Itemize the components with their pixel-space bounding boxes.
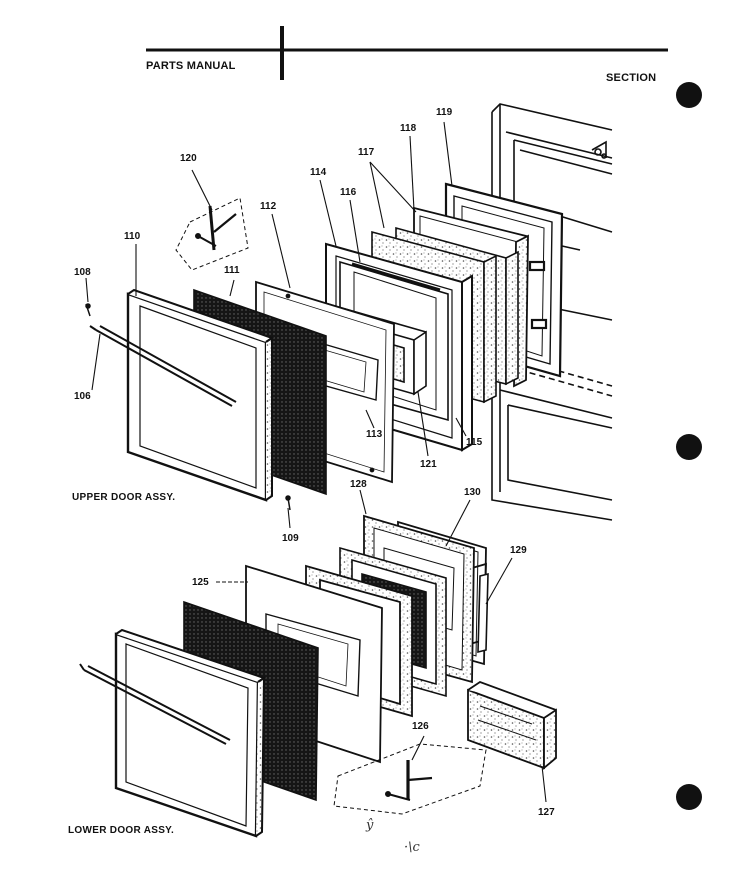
- section-label: SECTION: [606, 72, 657, 84]
- callout-109: 109: [282, 533, 299, 544]
- binder-hole-top: [676, 82, 702, 108]
- callout-114: 114: [310, 167, 327, 178]
- part-126-hinge: [333, 743, 487, 815]
- callout-118: 118: [400, 123, 417, 134]
- header-rules: [146, 26, 668, 80]
- callout-110: 110: [124, 231, 141, 242]
- lower-handle: [79, 663, 231, 745]
- callout-117: 117: [358, 147, 375, 158]
- upper-door-assy-label: UPPER DOOR ASSY.: [72, 492, 176, 503]
- part-108-screw: [85, 303, 91, 317]
- callout-121: 121: [420, 459, 437, 470]
- callout-111: 111: [224, 265, 240, 276]
- callout-120: 120: [180, 153, 197, 164]
- callout-108: 108: [74, 267, 91, 278]
- callout-113: 113: [366, 429, 383, 440]
- callout-127: 127: [538, 807, 555, 818]
- callout-129: 129: [510, 545, 527, 556]
- callout-125: 125: [192, 577, 209, 588]
- part-120-hinge: [175, 197, 249, 271]
- part-106-handle: [89, 325, 237, 407]
- callout-119: 119: [436, 107, 453, 118]
- leader-lines: [85, 121, 547, 803]
- handwritten-mark-b: ·\c: [404, 840, 420, 855]
- part-129-strip: [477, 572, 489, 654]
- callout-106: 106: [74, 391, 91, 402]
- callout-126: 126: [412, 721, 429, 732]
- lower-outer-frame: [114, 628, 267, 838]
- part-127-glass-box: [467, 680, 557, 770]
- callout-116: 116: [340, 187, 357, 198]
- handwritten-mark-a: ŷ: [366, 818, 374, 833]
- callout-128: 128: [350, 479, 367, 490]
- part-109-screw: [285, 495, 291, 511]
- lower-door-assy-label: LOWER DOOR ASSY.: [68, 825, 175, 836]
- binder-hole-bottom: [676, 784, 702, 810]
- manual-title: PARTS MANUAL: [146, 60, 236, 72]
- callout-115: 115: [466, 437, 483, 448]
- callout-112: 112: [260, 201, 277, 212]
- part-110-outer-frame: [126, 288, 275, 502]
- binder-hole-middle: [676, 434, 702, 460]
- callout-130: 130: [464, 487, 481, 498]
